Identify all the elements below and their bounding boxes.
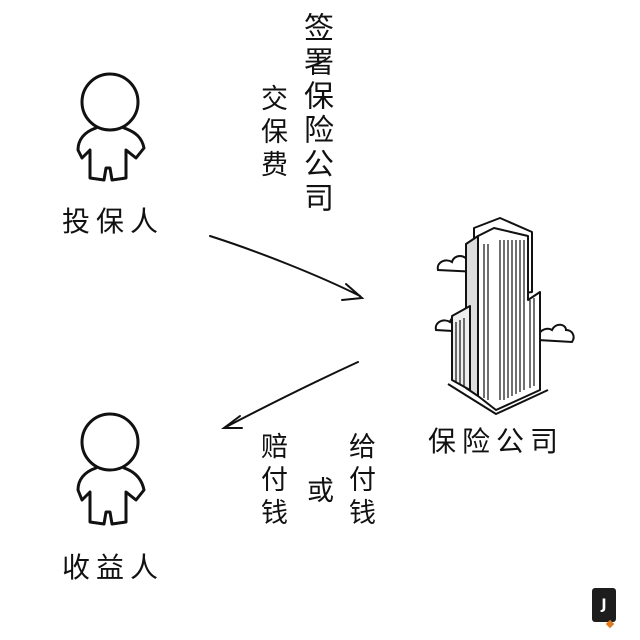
or-label: 或 <box>302 476 333 509</box>
person-icon <box>76 72 146 182</box>
sign-insurance-label: 签署保险公司 <box>298 12 333 216</box>
badge-letter: J <box>601 597 607 613</box>
compensation-label: 赔付钱 <box>256 432 287 531</box>
cloud-icon <box>536 323 575 344</box>
person-icon <box>76 412 146 526</box>
arrow-left-down-icon <box>221 361 359 429</box>
building-icon <box>447 217 549 415</box>
policyholder-label: 投保人 <box>62 205 165 238</box>
pay-premium-label: 交保费 <box>256 84 287 183</box>
insurer-label: 保险公司 <box>428 425 565 458</box>
watermark-badge: J <box>592 588 616 629</box>
benefit-payment-label: 给付钱 <box>344 432 375 531</box>
arrow-right-down-icon <box>209 235 365 301</box>
beneficiary-label: 收益人 <box>62 551 165 584</box>
